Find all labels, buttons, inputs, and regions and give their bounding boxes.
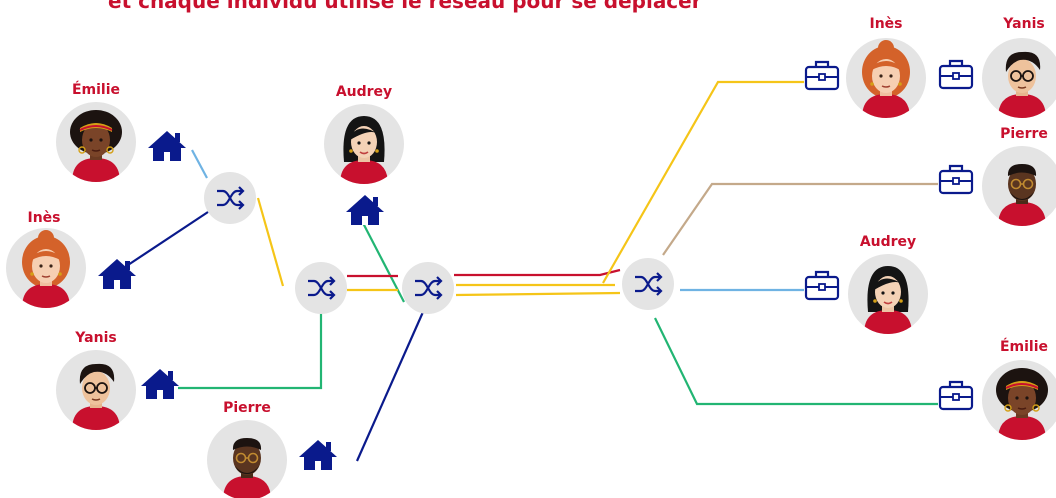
person-name: Pierre: [1000, 126, 1048, 142]
person-name: Émilie: [72, 81, 120, 98]
briefcase-icon: [804, 270, 840, 301]
person-home-pierre: Pierre: [207, 400, 287, 498]
avatar: [324, 104, 404, 184]
person-work-audrey: Audrey: [848, 234, 928, 334]
avatar: [982, 360, 1056, 440]
hub-4-shuffle-icon: [620, 256, 676, 312]
route-pierre-home: [355, 311, 425, 462]
person-name: Inès: [869, 16, 902, 32]
avatar: [982, 146, 1056, 226]
route-emilie-work: [654, 317, 938, 406]
person-work-pierre: Pierre: [982, 126, 1056, 226]
route-emilie-home: [191, 149, 208, 179]
route-trunk-red-2: [454, 268, 621, 277]
house-icon: [299, 440, 337, 470]
person-work-yanis: Yanis: [982, 16, 1056, 118]
avatar: [982, 38, 1056, 118]
avatar: [6, 228, 86, 308]
briefcase-icon: [938, 380, 974, 411]
route-audrey-home: [362, 222, 405, 303]
route-ines-work: [602, 80, 804, 284]
route-yanis-home: [178, 312, 323, 390]
avatar: [846, 38, 926, 118]
route-pierre-work: [662, 182, 938, 256]
hub-3-shuffle-icon: [400, 260, 456, 316]
avatar: [56, 350, 136, 430]
house-icon: [346, 195, 384, 225]
route-hub1-hub2: [256, 197, 285, 287]
person-home-yanis: Yanis: [56, 330, 136, 430]
route-ines-home: [127, 211, 209, 266]
briefcase-icon: [804, 60, 840, 91]
hub-2-shuffle-icon: [293, 260, 349, 316]
person-name: Yanis: [74, 330, 116, 346]
avatar: [848, 254, 928, 334]
briefcase-icon: [938, 164, 974, 195]
person-home-emilie: Émilie: [56, 81, 136, 182]
avatar: [56, 102, 136, 182]
heading: et chaque individu utilise le réseau pou…: [108, 0, 702, 13]
person-name: Pierre: [223, 400, 271, 416]
person-name: Inès: [27, 210, 60, 226]
avatar: [207, 420, 287, 498]
house-icon: [148, 131, 186, 161]
person-name: Audrey: [336, 84, 392, 100]
route-trunk-yellow-2b: [455, 291, 621, 297]
person-work-ines: Inès: [846, 16, 926, 118]
person-name: Émilie: [1000, 338, 1048, 355]
person-work-emilie: Émilie: [982, 338, 1056, 440]
briefcase-icon: [938, 59, 974, 90]
house-icon: [141, 369, 179, 399]
person-home-ines: Inès: [6, 210, 86, 308]
person-name: Yanis: [1002, 16, 1044, 32]
hub-1-shuffle-icon: [202, 170, 258, 226]
person-name: Audrey: [860, 234, 916, 250]
person-home-audrey: Audrey: [324, 84, 404, 184]
route-lines: [127, 80, 938, 462]
